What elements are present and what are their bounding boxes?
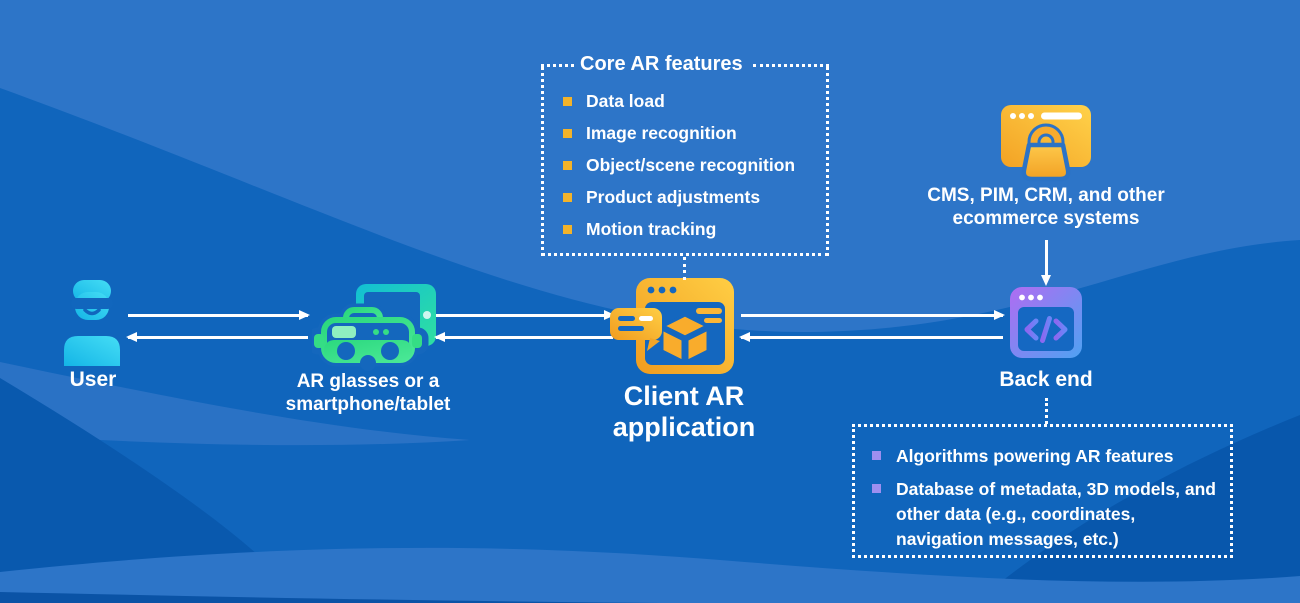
square-bullet-icon: [563, 193, 572, 202]
core-feature-item: Data load: [563, 91, 816, 123]
core-feature-text: Image recognition: [586, 123, 737, 143]
core-box-border-right-segment: [753, 64, 829, 67]
backend-box-connector-dots: [1045, 398, 1048, 424]
backend-label: Back end: [999, 368, 1093, 391]
arrow-device-to-user: [128, 336, 308, 339]
arrow-device-to-client: [436, 314, 613, 317]
cms-ecommerce-icon: [1001, 105, 1091, 182]
client-label: Client AR application: [612, 381, 756, 442]
square-bullet-icon: [872, 484, 881, 493]
core-box-connector-dots: [683, 257, 686, 280]
core-feature-text: Motion tracking: [586, 219, 717, 239]
backend-feature-text: Database of metadata, 3D models, and oth…: [896, 479, 1216, 549]
arrow-client-to-backend: [741, 314, 1003, 317]
core-feature-text: Data load: [586, 91, 665, 111]
user-label: User: [69, 368, 117, 391]
backend-icon: [1010, 287, 1082, 358]
core-feature-text: Product adjustments: [586, 187, 761, 207]
backend-feature-item: Algorithms powering AR features: [872, 444, 1216, 469]
core-feature-item: Product adjustments: [563, 187, 816, 219]
arrow-user-to-device: [128, 314, 308, 317]
core-feature-list: Data load Image recognition Object/scene…: [563, 91, 816, 251]
device-label: AR glasses or a smartphone/tablet: [285, 371, 451, 415]
square-bullet-icon: [563, 161, 572, 170]
arrow-backend-to-client: [741, 336, 1003, 339]
core-feature-item: Object/scene recognition: [563, 155, 816, 187]
square-bullet-icon: [563, 129, 572, 138]
client-ar-app-icon: [610, 278, 734, 374]
backend-feature-list: Algorithms powering AR features Database…: [872, 444, 1216, 560]
square-bullet-icon: [563, 225, 572, 234]
backend-feature-item: Database of metadata, 3D models, and oth…: [872, 477, 1216, 552]
core-feature-item: Image recognition: [563, 123, 816, 155]
core-ar-features-box: Core AR features Data load Image recogni…: [541, 53, 829, 256]
square-bullet-icon: [563, 97, 572, 106]
core-box-border-left-segment: [541, 64, 574, 67]
core-box-title: Core AR features: [580, 53, 743, 75]
cms-label: CMS, PIM, CRM, and other ecommerce syste…: [927, 185, 1165, 229]
arrow-cms-to-backend: [1045, 240, 1048, 276]
backend-feature-text: Algorithms powering AR features: [896, 446, 1174, 466]
vr-headset-tablet-icon: [312, 284, 436, 371]
arrow-client-to-device: [436, 336, 613, 339]
core-feature-item: Motion tracking: [563, 219, 816, 251]
core-feature-text: Object/scene recognition: [586, 155, 796, 175]
user-icon: [64, 280, 120, 366]
square-bullet-icon: [872, 451, 881, 460]
backend-features-box: Algorithms powering AR features Database…: [852, 424, 1233, 558]
